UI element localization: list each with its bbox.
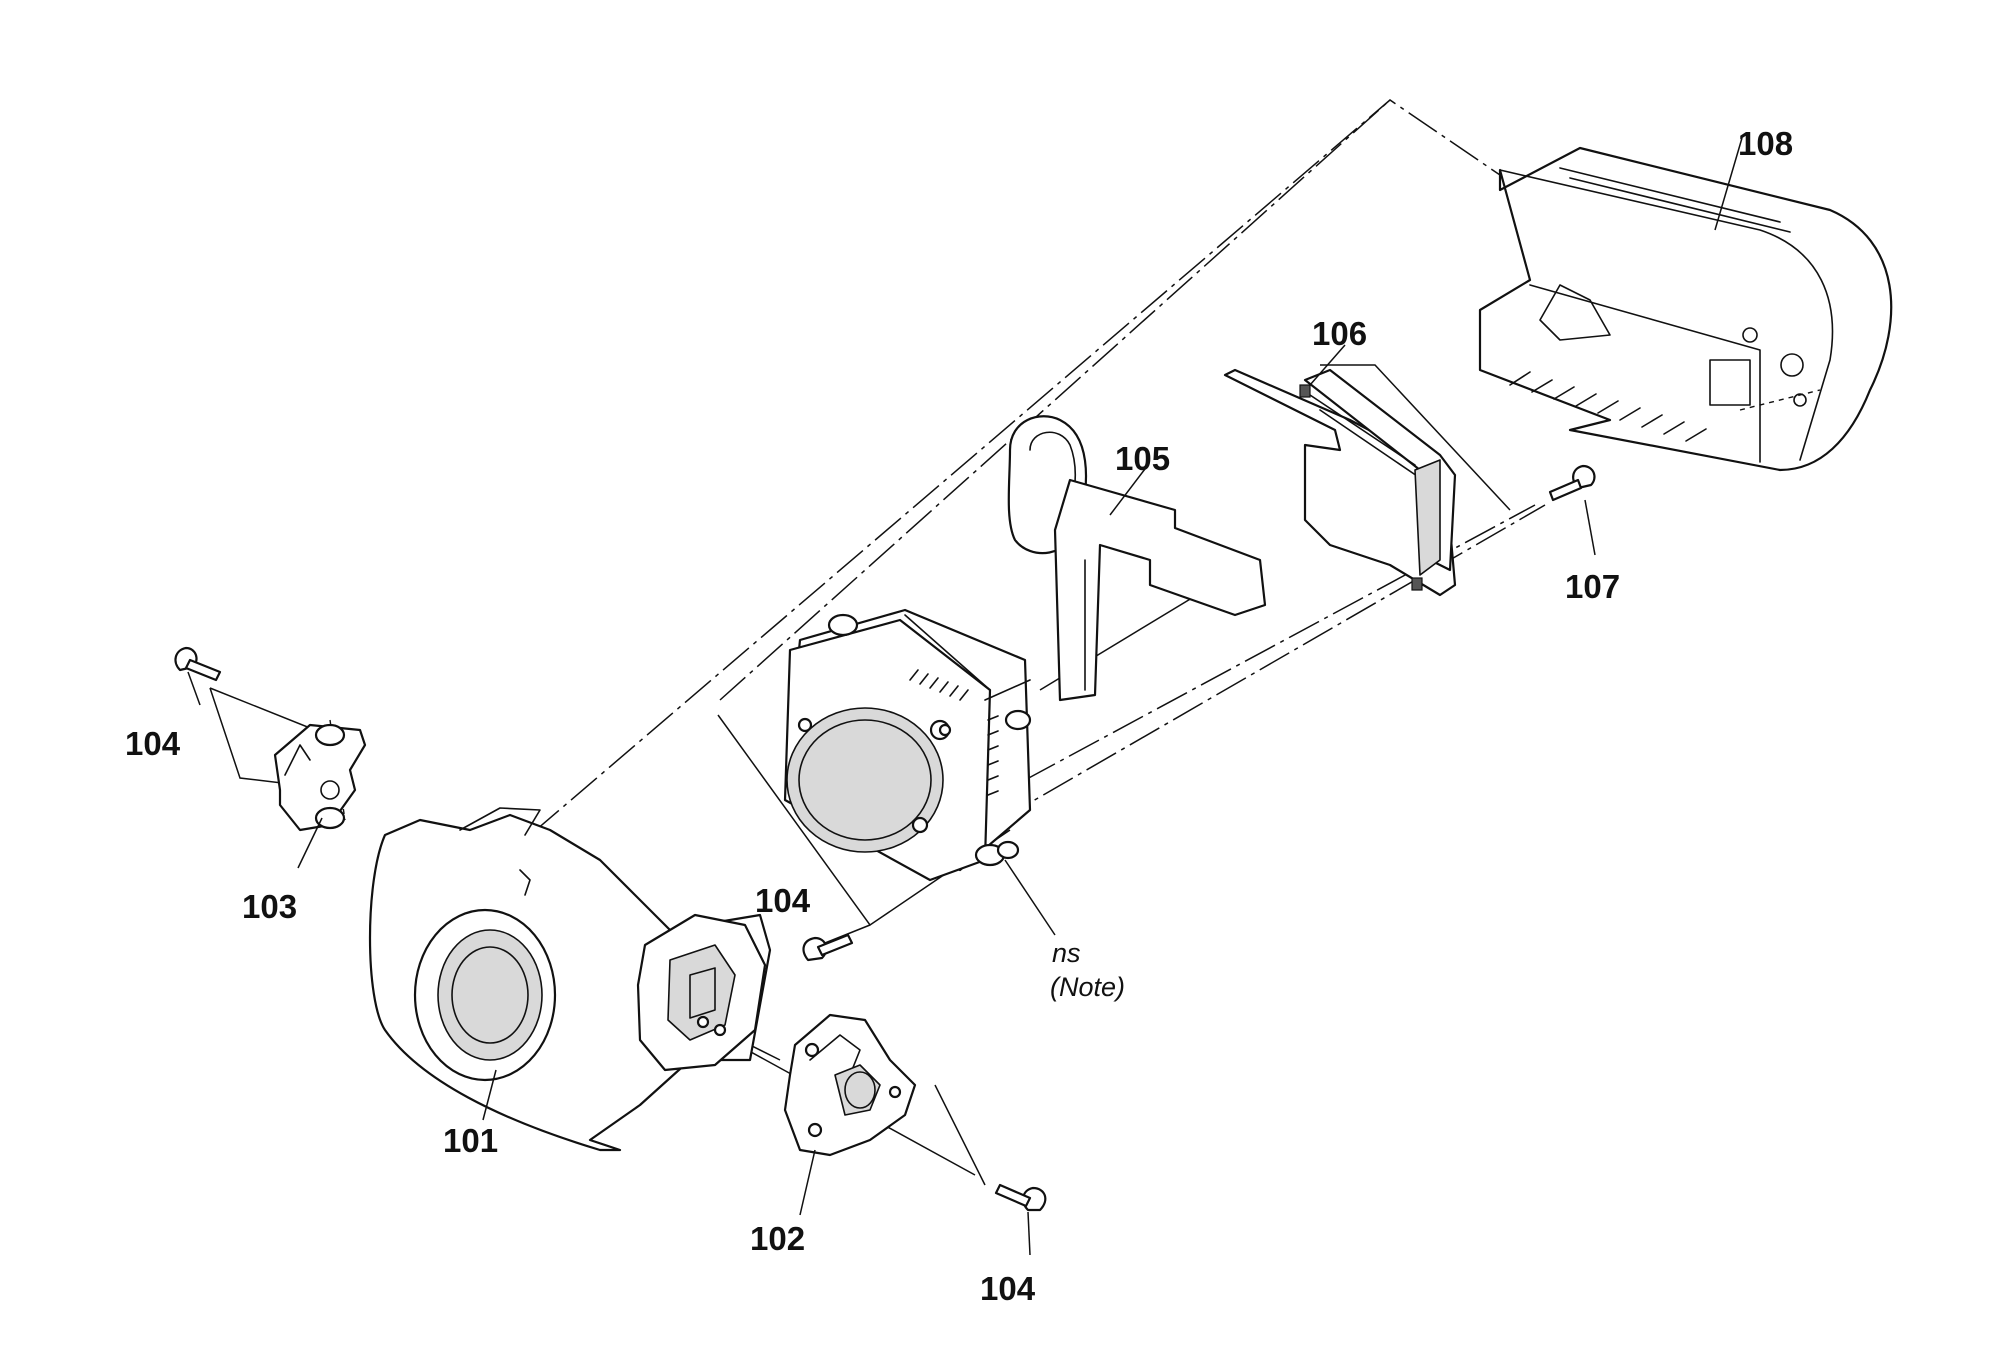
label-ns: ns — [1052, 938, 1081, 968]
part-101-front-panel — [368, 807, 772, 1152]
label-108: 108 — [1738, 125, 1793, 162]
screw-104-top — [174, 646, 222, 682]
screw-104-mid — [802, 933, 854, 962]
part-102-motor-bracket — [783, 1013, 917, 1157]
label-105: 105 — [1115, 440, 1170, 477]
label-103: 103 — [242, 888, 297, 925]
part-103-small-bracket — [273, 723, 367, 832]
screw-104-bottom — [994, 1183, 1047, 1212]
label-102: 102 — [750, 1220, 805, 1257]
label-104-top: 104 — [125, 725, 181, 762]
part-108-rear-cover — [1478, 146, 1893, 472]
label-106: 106 — [1312, 315, 1367, 352]
part-105-flex-cable — [1007, 415, 1267, 702]
label-note: (Note) — [1050, 972, 1125, 1002]
screw-107 — [1548, 464, 1596, 502]
part-106-bracket — [1223, 368, 1457, 597]
part-camera-block — [783, 608, 1032, 882]
label-leaders — [187, 137, 1743, 1256]
label-104-mid: 104 — [755, 882, 811, 919]
label-107: 107 — [1565, 568, 1620, 605]
label-101: 101 — [443, 1122, 498, 1159]
label-104-bottom: 104 — [980, 1270, 1036, 1307]
